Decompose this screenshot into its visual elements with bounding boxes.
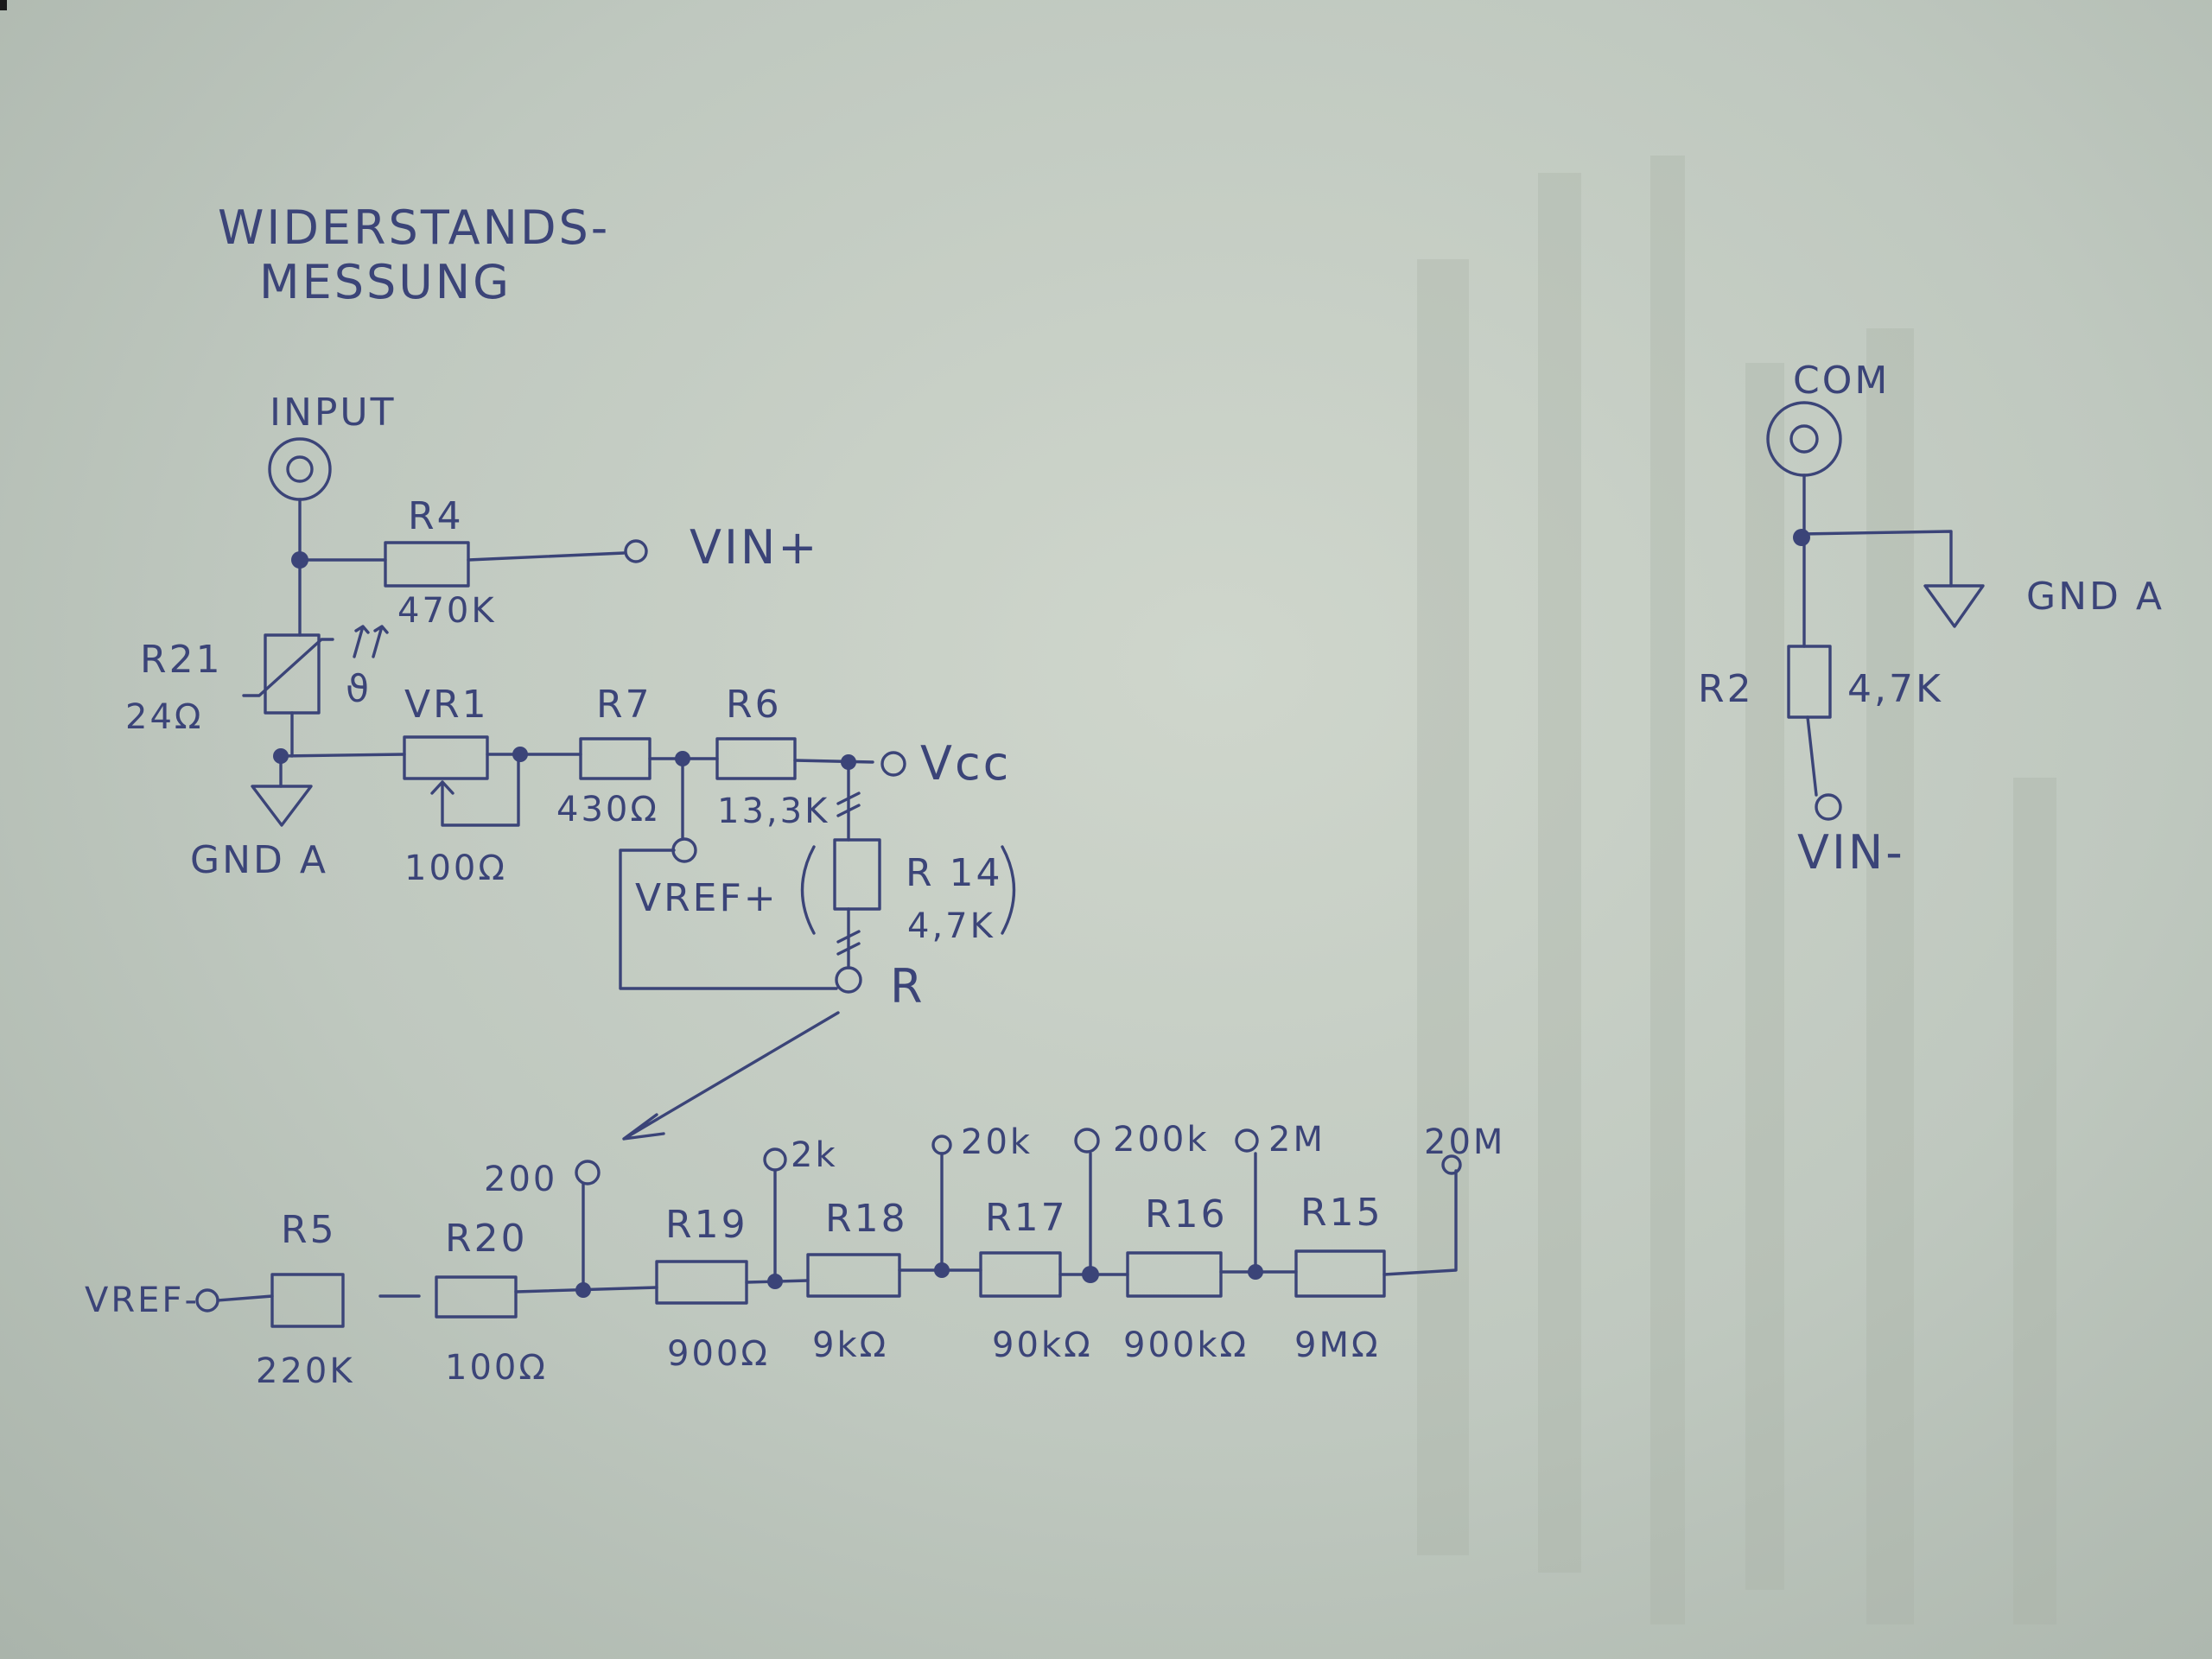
gnd-right-label: GND A	[2026, 575, 2164, 619]
r21-arrows-icon	[353, 625, 389, 658]
r17-name: R17	[985, 1196, 1068, 1240]
r-terminal	[835, 966, 862, 994]
r18-value: 9kΩ	[812, 1325, 888, 1365]
r5-resistor	[270, 1273, 345, 1328]
range-chain: R5 220K R20 100Ω 200 R19 900Ω 2k R18 9kΩ…	[256, 1120, 1505, 1391]
title-line2: MESSUNG	[259, 255, 512, 309]
vin-minus-terminal	[1815, 793, 1842, 821]
r4-value: 470K	[397, 591, 497, 631]
vref-plus-label: VREF+	[635, 876, 779, 920]
tap-20m-terminal	[1441, 1154, 1462, 1175]
input-label: INPUT	[270, 391, 397, 435]
r14-optional-brackets	[800, 845, 1016, 935]
tap-2m-label: 2M	[1268, 1120, 1325, 1160]
r2-resistor	[1787, 645, 1832, 719]
title-line1: WIDERSTANDS-	[218, 200, 610, 255]
vr1-wiper	[430, 753, 520, 827]
r21-value: 24Ω	[125, 697, 203, 737]
tap-200-label: 200	[484, 1160, 557, 1199]
tap-200k-label: 200k	[1113, 1120, 1210, 1160]
vr1-name: VR1	[404, 683, 489, 727]
r5-value: 220K	[256, 1351, 355, 1391]
arrow-to-range-chain	[622, 1011, 840, 1141]
r18-name: R18	[825, 1197, 908, 1241]
tap-2k-label: 2k	[791, 1135, 838, 1175]
r2-value: 4,7K	[1847, 667, 1943, 711]
vin-minus-label: VIN-	[1797, 825, 1905, 880]
r20-value: 100Ω	[445, 1348, 548, 1388]
r21-thermistor-mark	[242, 638, 334, 697]
tap-20m-label: 20M	[1424, 1122, 1505, 1162]
r14-break-mark	[836, 791, 861, 817]
r21-temp-symbol: ϑ	[346, 667, 372, 711]
r21-name: R21	[140, 638, 223, 682]
r15-name: R15	[1300, 1191, 1383, 1235]
vcc-label: Vcc	[920, 736, 1011, 791]
r16-resistor	[1126, 1251, 1223, 1298]
gnd-left-label: GND A	[190, 838, 328, 882]
r7-name: R7	[596, 683, 652, 727]
r7-resistor	[579, 737, 652, 780]
r-node-label: R	[890, 959, 925, 1014]
r16-name: R16	[1145, 1192, 1228, 1236]
vin-plus-terminal	[624, 539, 648, 563]
ground-left-icon	[251, 785, 313, 827]
tap-2k-terminal	[763, 1147, 787, 1172]
r19-value: 900Ω	[667, 1334, 770, 1374]
vr1-value: 100Ω	[404, 849, 507, 888]
r19-name: R19	[665, 1203, 748, 1247]
node-com	[1793, 529, 1810, 546]
r5-name: R5	[281, 1208, 337, 1252]
r6-resistor	[715, 737, 797, 780]
r4-name: R4	[408, 494, 464, 538]
r19-resistor	[655, 1260, 748, 1305]
r18-resistor	[806, 1253, 901, 1298]
r4-resistor	[384, 541, 470, 588]
r16-value: 900kΩ	[1123, 1325, 1249, 1365]
tap-20k-terminal	[931, 1135, 952, 1155]
r17-value: 90kΩ	[992, 1325, 1093, 1365]
vcc-terminal	[880, 751, 906, 777]
tap-2m-terminal	[1235, 1128, 1259, 1153]
vref-minus-label: VREF-	[85, 1281, 200, 1320]
vin-plus-label: VIN+	[690, 520, 820, 575]
vr1-resistor	[403, 735, 489, 780]
r14-value: 4,7K	[907, 906, 995, 946]
r7-value: 430Ω	[556, 790, 659, 830]
tap-20k-label: 20k	[961, 1122, 1033, 1162]
input-terminal-icon	[268, 437, 332, 501]
tap-200k-terminal	[1074, 1128, 1100, 1154]
tap-200-terminal	[575, 1160, 601, 1185]
r17-resistor	[979, 1251, 1062, 1298]
r20-name: R20	[445, 1217, 528, 1261]
com-label: COM	[1793, 359, 1890, 403]
r6-name: R6	[726, 683, 782, 727]
r15-value: 9MΩ	[1294, 1325, 1381, 1365]
r15-resistor	[1294, 1249, 1386, 1298]
vref-plus-terminal	[671, 837, 697, 863]
r6-value: 13,3K	[717, 791, 830, 831]
vref-minus-terminal	[195, 1288, 219, 1313]
r21-resistor	[264, 633, 321, 715]
r20-resistor	[435, 1275, 518, 1319]
corner-mark	[0, 0, 7, 10]
r2-name: R2	[1698, 667, 1754, 711]
r14-name: R 14	[906, 851, 1003, 895]
bleed-through-text	[1417, 156, 2056, 1624]
vref-loop-wire	[619, 849, 838, 990]
r14-resistor	[833, 838, 881, 911]
ground-right-icon	[1923, 584, 1985, 628]
